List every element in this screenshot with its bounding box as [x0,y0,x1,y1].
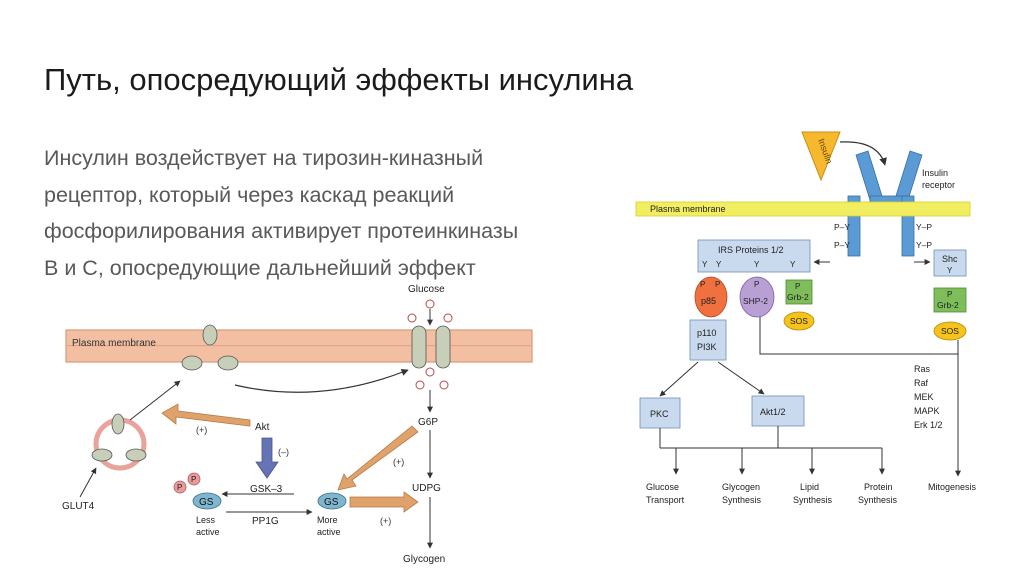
mek-label: MEK [914,392,934,402]
plus-label: (+) [196,425,207,435]
pkc-label: PKC [650,409,669,419]
grb2-node [785,279,813,305]
glucose-transport-label: Glucose [646,482,679,492]
p85-label: p85 [701,296,716,306]
more-active-label: More [317,515,338,525]
akt-to-glut4-arrow [161,403,251,427]
plus-label: (+) [380,516,391,526]
pkc-node [639,397,681,429]
glut4-membrane-transporter [181,324,239,371]
body-line: рецептор, который через каскад реакций [44,182,455,207]
insulin-ligand [801,131,841,182]
svg-text:P: P [700,280,705,289]
plasma-membrane-label: Plasma membrane [650,204,726,214]
mapk-label: MAPK [914,406,940,416]
erk-label: Erk 1/2 [914,420,943,430]
svg-text:Y: Y [790,260,796,269]
protein-synthesis-label: Protein [864,482,893,492]
slide-title: Путь, опосредующий эффекты инсулина [44,62,634,97]
less-active-label: active [196,527,220,537]
shc-label: Shc [942,254,958,264]
body-line: Инсулин воздействует на тирозин-киназный [44,146,484,170]
pi3k-node [689,319,727,361]
svg-text:P: P [715,280,720,289]
glycogen-synthesis-diagram: Plasma membrane GLUT4 Glucose [62,284,533,565]
ras-label: Ras [914,364,931,374]
p110-label: p110 [697,328,716,338]
akt-label: Akt [255,422,270,433]
plus-label: (+) [393,457,404,467]
pi3k-label: PI3K [697,342,717,352]
insulin-receptor-label: receptor [922,180,955,190]
gs-less-active: P P GS [173,472,222,510]
irs-proteins-box [697,239,811,273]
less-active-label: Less [196,515,216,525]
pp1g-label: PP1G [252,516,279,527]
gsk3-label: GSK–3 [250,484,283,495]
insulin-signaling-diagram: Insulin Insulin receptor Plasma membrane… [635,131,977,505]
svg-text:P: P [191,475,196,484]
shc-node [933,249,967,277]
grb2-node-shc [933,287,967,313]
glycogen-label: Glycogen [403,554,445,565]
slide-body-text: Инсулин воздействует на тирозин-киназный… [44,140,624,286]
raf-label: Raf [914,378,929,388]
minus-label: (–) [278,447,289,457]
svg-text:Y: Y [702,260,708,269]
svg-text:P: P [947,290,952,299]
plasma-membrane-label: Plasma membrane [72,338,156,349]
lipid-synthesis-label: Lipid [800,482,819,492]
svg-text:P: P [754,280,759,289]
grb2-label: Grb-2 [937,300,959,310]
svg-text:P: P [795,282,800,291]
phosphotyrosine-label: P–Y [834,240,850,250]
phosphotyrosine-label: P–Y [834,222,850,232]
p85-node [694,276,728,318]
phosphotyrosine-label: Y–P [916,240,932,250]
svg-text:GS: GS [199,497,214,508]
sos-label: SOS [941,326,959,336]
sos-node-shc [933,321,967,341]
plasma-membrane-bar [635,201,971,217]
svg-text:P: P [177,483,182,492]
grb2-label: Grb-2 [787,292,809,302]
svg-text:GS: GS [324,497,339,508]
akt12-node [751,395,805,427]
glycogen-synthesis-label: Synthesis [722,495,762,505]
gs-to-udpg-arrow [349,491,419,513]
svg-text:Y: Y [754,260,760,269]
more-active-label: active [317,527,341,537]
sos-node [783,311,815,331]
lipid-synthesis-label: Synthesis [793,495,833,505]
glut4-vesicle [91,413,147,471]
svg-text:Y: Y [716,260,722,269]
phosphotyrosine-label: Y–P [916,222,932,232]
shp2-node [739,276,775,318]
akt-inhibits-gsk3-arrow [255,437,279,479]
insulin-receptor-label: Insulin [922,168,948,178]
svg-text:Y: Y [947,266,953,275]
glucose-transporter [411,325,451,369]
g6p-label: G6P [418,417,438,428]
gs-more-active: GS [317,492,347,510]
protein-synthesis-label: Synthesis [858,495,898,505]
g6p-activates-gs-arrow [337,425,419,491]
akt12-label: Akt1/2 [760,407,786,417]
shp2-label: SHP-2 [743,296,768,306]
mitogenesis-label: Mitogenesis [928,482,977,492]
glucose-transport-label: Transport [646,495,685,505]
glucose-label: Glucose [408,284,445,295]
body-line: В и С, опосредующие дальнейший эффект [44,255,476,280]
glut4-label: GLUT4 [62,501,95,512]
irs-label: IRS Proteins 1/2 [718,245,784,255]
body-line: фосфорилирования активирует протеинкиназ… [44,219,519,243]
glycogen-synthesis-label: Glycogen [722,482,760,492]
sos-label: SOS [790,316,808,326]
udpg-label: UDPG [412,483,441,494]
